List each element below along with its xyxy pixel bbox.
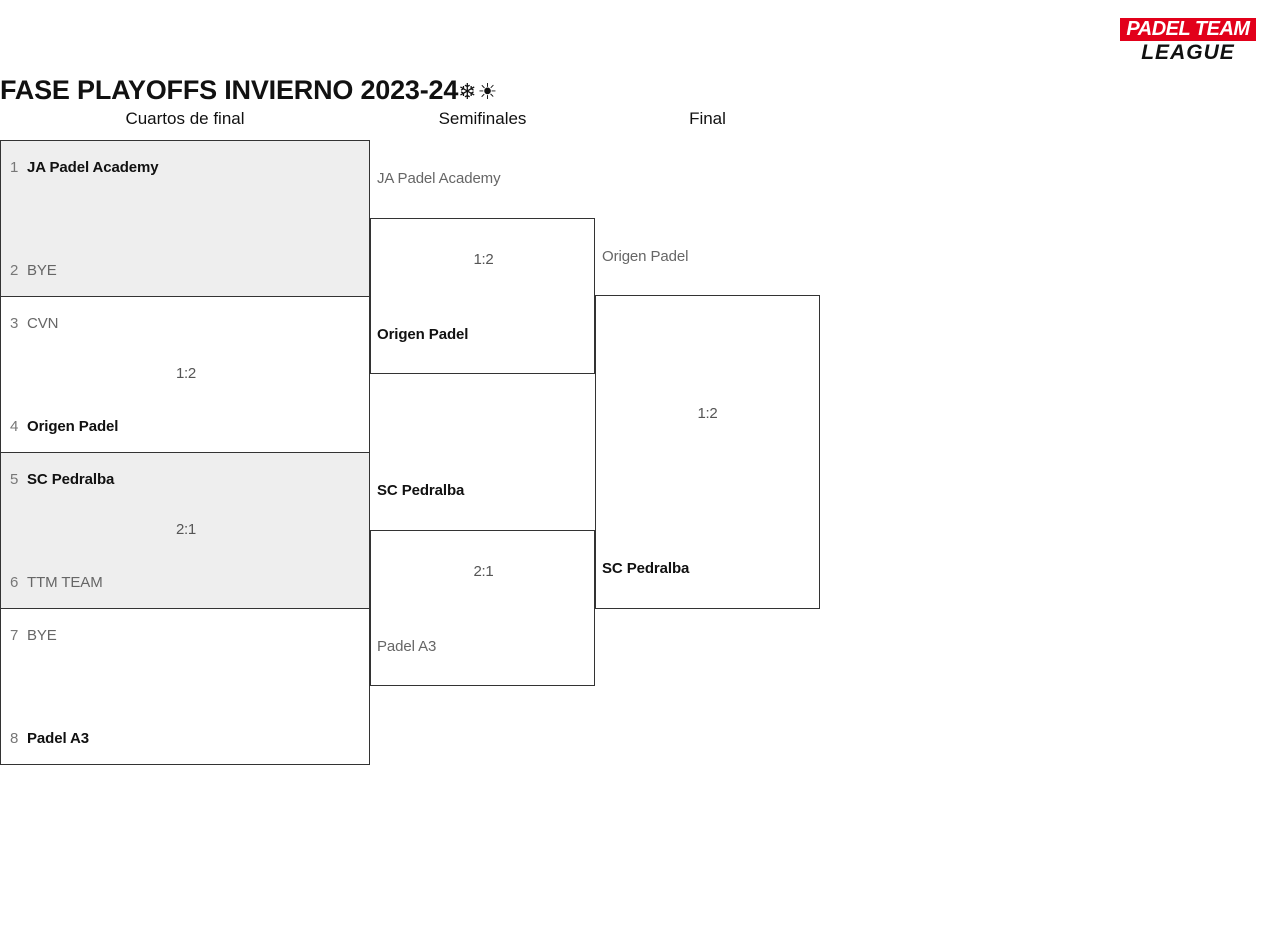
padel-team-league-logo: PADEL TEAM LEAGUE: [1120, 18, 1256, 64]
title-line-1: FASE PLAYOFFS INVIERNO 2023-24: [0, 75, 459, 105]
team-name: BYE: [27, 262, 57, 279]
semifinal-2-bottom-team: Padel A3: [377, 638, 436, 656]
team-name: Origen Padel: [602, 248, 689, 265]
team-name: TTM TEAM: [27, 574, 103, 591]
seed-number: 8: [10, 730, 19, 747]
round-heading-final: Final: [689, 109, 726, 128]
seed-number: 1: [10, 159, 19, 176]
match-slot-seed-4: 4 Origen Padel: [10, 418, 118, 436]
match-box-qf-1[interactable]: 1 JA Padel Academy 2 BYE: [0, 140, 370, 297]
match-box-qf-3[interactable]: 5 SC Pedralba 2:1 6 TTM TEAM: [0, 453, 370, 609]
final-top-team: Origen Padel: [602, 248, 688, 266]
match-score: 2:1: [176, 521, 196, 538]
final-bottom-team: SC Pedralba: [602, 560, 689, 578]
team-name: SC Pedralba: [377, 482, 465, 499]
seed-number: 4: [10, 418, 19, 435]
team-name: BYE: [27, 627, 57, 644]
semifinal-1-bottom-team: Origen Padel: [377, 326, 468, 344]
match-box-qf-2[interactable]: 3 CVN 1:2 4 Origen Padel: [0, 297, 370, 453]
team-name: Padel A3: [27, 730, 90, 747]
match-score: 2:1: [473, 563, 494, 580]
match-slot-seed-8: 8 Padel A3: [10, 730, 89, 748]
match-slot-seed-1: 1 JA Padel Academy: [10, 159, 159, 177]
seed-number: 2: [10, 262, 19, 279]
semifinal-1-top-team: JA Padel Academy: [377, 170, 501, 188]
match-slot-seed-3: 3 CVN: [10, 315, 58, 333]
weather-emoji-icons: ❄☀: [458, 80, 499, 105]
match-score: 1:2: [176, 365, 196, 382]
match-slot-seed-2: 2 BYE: [10, 262, 57, 280]
round-heading-quarterfinals: Cuartos de final: [125, 109, 245, 128]
match-score: 1:2: [473, 251, 494, 268]
match-box-sf-1[interactable]: 1:2: [370, 218, 595, 374]
match-slot-seed-6: 6 TTM TEAM: [10, 574, 103, 592]
seed-number: 7: [10, 627, 19, 644]
team-name: Padel A3: [377, 638, 437, 655]
team-name: Origen Padel: [27, 418, 119, 435]
logo-top-text: PADEL TEAM: [1120, 18, 1256, 41]
match-slot-seed-5: 5 SC Pedralba: [10, 471, 114, 489]
match-score: 1:2: [697, 405, 718, 422]
seed-number: 5: [10, 471, 19, 488]
team-name: SC Pedralba: [602, 560, 690, 577]
round-heading-semifinals: Semifinales: [438, 109, 527, 128]
match-box-qf-4[interactable]: 7 BYE 8 Padel A3: [0, 609, 370, 765]
match-box-final[interactable]: [595, 295, 820, 609]
match-box-sf-2[interactable]: 2:1: [370, 530, 595, 686]
team-name: JA Padel Academy: [27, 159, 159, 176]
logo-bottom-text: LEAGUE: [1120, 42, 1256, 64]
seed-number: 3: [10, 315, 19, 332]
seed-number: 6: [10, 574, 19, 591]
semifinal-2-top-team: SC Pedralba: [377, 482, 464, 500]
team-name: CVN: [27, 315, 59, 332]
match-slot-seed-7: 7 BYE: [10, 627, 57, 645]
team-name: JA Padel Academy: [377, 170, 501, 187]
team-name: SC Pedralba: [27, 471, 115, 488]
team-name: Origen Padel: [377, 326, 469, 343]
